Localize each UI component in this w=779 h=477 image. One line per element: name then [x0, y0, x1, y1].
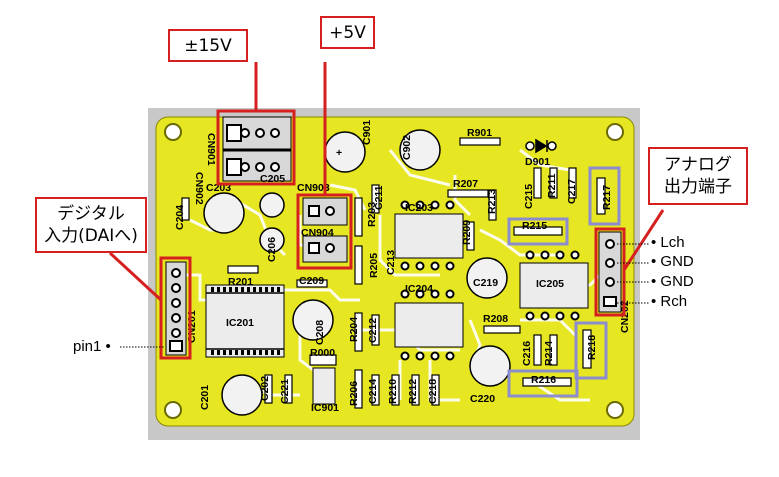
label-r205: R205 [368, 253, 380, 278]
output-pin-label-gnd1: • GND [651, 253, 694, 270]
dip-ics [312, 213, 589, 405]
label-c218: C218 [427, 379, 439, 404]
label-r212: R212 [407, 379, 419, 404]
label-r209: R209 [461, 220, 473, 245]
output-pin-lch: Lch [660, 234, 685, 251]
cn201-connector [165, 261, 187, 356]
callout-lines [108, 62, 665, 302]
mounting-holes [164, 123, 624, 419]
dip-ic-pins [400, 200, 580, 361]
label-cn904: CN904 [301, 227, 334, 239]
label-c206: C206 [266, 237, 278, 262]
label-c211: C211 [373, 185, 385, 210]
small-components [181, 137, 606, 409]
pin1-label: pin1 • [73, 338, 111, 355]
label-r210: R210 [387, 379, 399, 404]
label-r213: R213 [486, 189, 498, 214]
label-ic204: IC204 [405, 283, 433, 295]
label-r215: R215 [522, 220, 547, 232]
label-r207: R207 [453, 178, 478, 190]
label-c208: C208 [314, 320, 326, 345]
label-r218: R218 [586, 335, 598, 360]
label-c204: C204 [174, 205, 186, 230]
label-ic205: IC205 [536, 278, 564, 290]
cn202-connector [598, 231, 622, 313]
label-r204: R204 [348, 317, 360, 342]
label-c212: C212 [367, 318, 379, 343]
label-cn903: CN903 [297, 182, 330, 194]
callout-analog-output-line1: アナログ [664, 155, 732, 175]
output-pin-gnd-1: GND [660, 253, 694, 270]
label-c220: C220 [470, 393, 495, 405]
label-r201: R201 [228, 276, 253, 288]
callout-pm15v-text: ±15V [184, 35, 232, 56]
output-pin-label-rch: • Rch [651, 293, 688, 310]
label-c216: C216 [521, 341, 533, 366]
pin1-text: pin1 [73, 338, 102, 355]
label-r216: R216 [531, 374, 556, 386]
callout-p5v: +5V [320, 16, 375, 49]
callout-digital-input: デジタル 入力(DAIへ) [35, 197, 147, 253]
label-c202: C202 [259, 376, 271, 401]
output-pin-rch: Rch [660, 293, 688, 310]
label-c205: C205 [260, 173, 285, 185]
label-c217: C217 [566, 179, 578, 204]
ic201-chip [205, 284, 285, 358]
callout-pm15v: ±15V [168, 29, 248, 62]
label-ic201: IC201 [226, 317, 254, 329]
label-cn902: CN902 [193, 172, 205, 205]
label-c209: C209 [299, 275, 324, 287]
label-r217: R217 [601, 185, 613, 210]
svg-text:+: + [336, 147, 342, 159]
pin-leaders [120, 243, 650, 348]
label-cn202: CN202 [619, 300, 631, 333]
label-d901: D901 [525, 156, 550, 168]
output-pin-label-gnd2: • GND [651, 273, 694, 290]
label-c219: C219 [473, 277, 498, 289]
output-pin-gnd-2: GND [660, 273, 694, 290]
callout-analog-output-line2: 出力端子 [664, 177, 732, 197]
label-r206: R206 [348, 381, 360, 406]
label-r214: R214 [543, 341, 555, 366]
label-c221: C221 [279, 379, 291, 404]
electrolytic-capacitors [203, 129, 511, 416]
label-r211: R211 [546, 173, 558, 198]
blue-highlights [507, 166, 621, 398]
label-c215: C215 [523, 184, 535, 209]
cn903-cn904-connector [302, 197, 348, 263]
label-ic901: IC901 [311, 402, 339, 414]
label-c901: C901 [361, 120, 373, 145]
label-c201: C201 [199, 385, 211, 410]
label-ic203: IC203 [405, 202, 433, 214]
component-labels: CN902 CN901 C203 C205 CN903 CN904 + C901… [174, 120, 631, 414]
label-cn901: CN901 [205, 133, 217, 166]
output-pin-label-lch: • Lch [651, 234, 685, 251]
label-c213: C213 [385, 250, 397, 275]
callout-analog-output: アナログ 出力端子 [648, 147, 748, 205]
diode-d901 [525, 138, 557, 154]
callout-digital-input-line1: デジタル [57, 204, 125, 224]
label-r208: R208 [483, 313, 508, 325]
label-r901: R901 [467, 127, 492, 139]
cn901-cn902-connector [222, 116, 292, 182]
label-r203: R203 [366, 202, 378, 227]
callout-p5v-text: +5V [329, 22, 366, 43]
label-cn201: CN201 [186, 310, 198, 343]
label-c214: C214 [367, 379, 379, 404]
callout-digital-input-line2: 入力(DAIへ) [44, 226, 138, 246]
label-r000: R000 [310, 347, 335, 359]
label-c902: C902 [401, 135, 413, 160]
